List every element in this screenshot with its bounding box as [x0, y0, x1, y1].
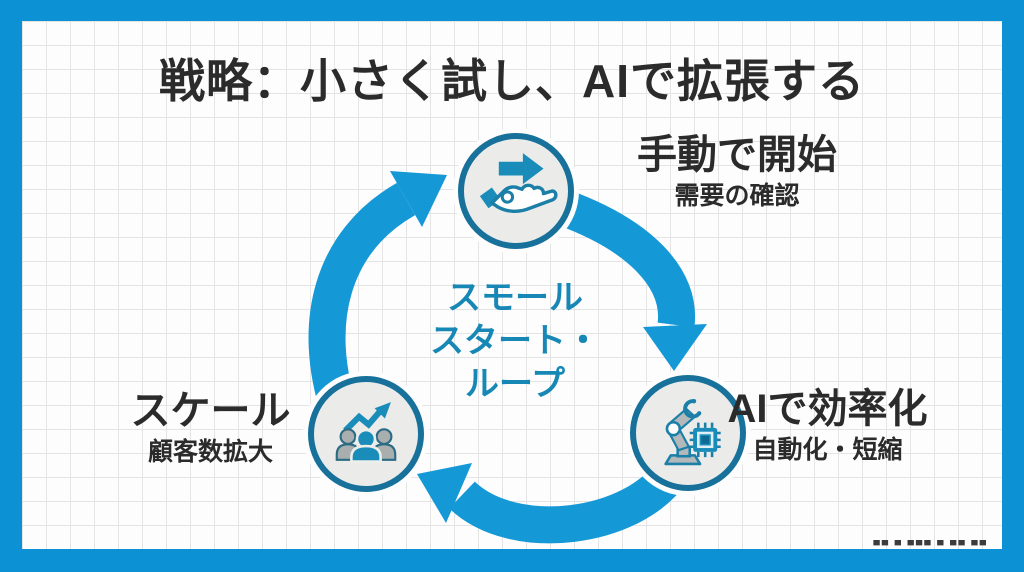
node-manual-start	[458, 133, 574, 249]
ai-efficiency-labels: AIで効率化 自動化・短縮	[705, 387, 950, 465]
scale-labels: スケール 顧客数拡大	[88, 389, 333, 467]
node-ai-efficiency	[630, 375, 746, 491]
scale-label: スケール	[130, 389, 291, 433]
manual-start-sublabel: 需要の確認	[674, 182, 800, 210]
loop-center-label: スモール スタート・ ループ	[395, 277, 635, 406]
scale-sublabel: 顧客数拡大	[147, 438, 273, 466]
manual-start-label: 手動で開始	[637, 133, 837, 177]
clipped-watermark-text: ▀▀ ▀ ▀▀▀ ▀ ▀▀ ▀▀	[873, 540, 988, 549]
people-growth-icon	[335, 402, 397, 463]
loop-label-line3: ループ	[465, 365, 565, 403]
hand-offering-arrow-icon	[479, 153, 558, 214]
robot-arm-chip-icon	[664, 399, 721, 466]
loop-arrows	[308, 171, 707, 544]
loop-label-line1: スモール	[447, 279, 583, 317]
node-scale	[308, 376, 424, 492]
page-title: 戦略：小さく試し、AIで拡張する	[159, 55, 865, 107]
manual-start-labels: 手動で開始 需要の確認	[612, 133, 862, 211]
arrow-right-to-left	[417, 459, 688, 544]
grid-canvas: 戦略：小さく試し、AIで拡張する スモール スタート・ ループ	[22, 21, 1002, 549]
ai-efficiency-sublabel: 自動化・短縮	[752, 436, 903, 464]
arrow-left-to-top	[308, 171, 447, 419]
ai-efficiency-label: AIで効率化	[727, 387, 928, 431]
arrow-top-to-right	[555, 189, 707, 371]
loop-label-line2: スタート・	[430, 322, 600, 360]
